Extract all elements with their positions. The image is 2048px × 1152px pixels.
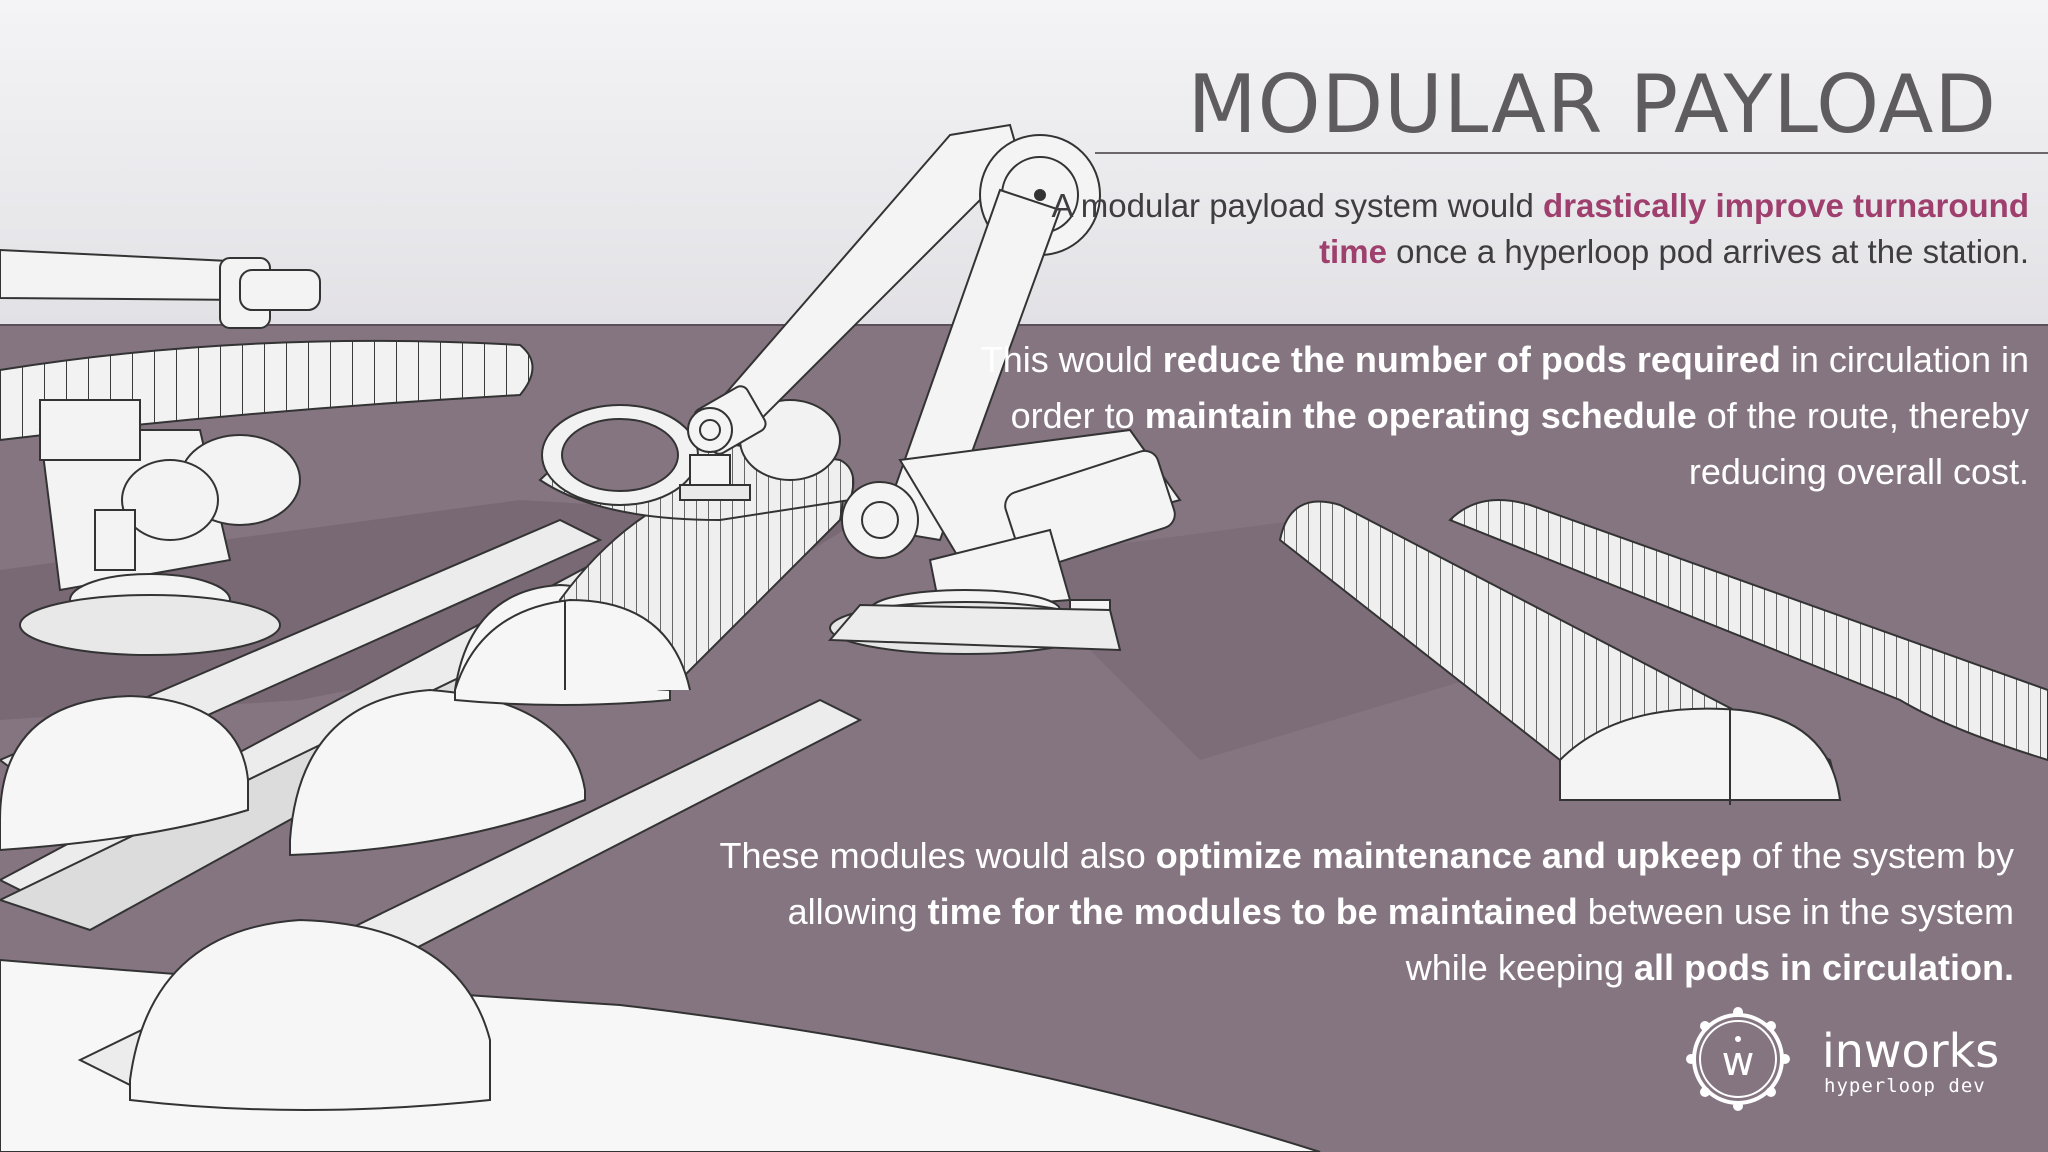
slide-title: MODULAR PAYLOAD <box>1187 58 1997 151</box>
pods-paragraph: This would reduce the number of pods req… <box>929 332 2029 500</box>
maintenance-paragraph: These modules would also optimize mainte… <box>714 828 2014 996</box>
paragraph-text: This would <box>980 339 1163 380</box>
paragraph-emphasis: all pods in circulation. <box>1633 947 2014 988</box>
paragraph-emphasis: time for the modules to be maintained <box>927 891 1578 932</box>
paragraph-emphasis: reduce the number of pods required <box>1162 339 1781 380</box>
paragraph-emphasis: optimize maintenance and upkeep <box>1155 835 1742 876</box>
intro-text-part: A modular payload system would <box>1051 187 1544 224</box>
robot-arm-center <box>679 123 1182 655</box>
brand-tagline: hyperloop dev <box>1824 1075 1986 1097</box>
paragraph-emphasis: maintain the operating schedule <box>1144 395 1697 436</box>
intro-text: A modular payload system would drastical… <box>1029 183 2029 275</box>
robot-arm-left <box>0 248 321 656</box>
logo-badge-icon <box>1686 1007 1790 1111</box>
logo-mark: w <box>1722 1039 1755 1085</box>
tube-ring <box>541 399 841 506</box>
paragraph-text: between use in the system while keeping <box>1405 891 2014 988</box>
paragraph-text: These modules would also <box>719 835 1156 876</box>
intro-highlight: drastically improve turnaround time <box>1319 187 2029 270</box>
paragraph-text: in circulation in order to <box>1010 339 2029 436</box>
paragraph-text: of the system by allowing <box>787 835 2014 932</box>
inworks-logo: w <box>1686 1007 1790 1111</box>
paragraph-text: of the route, thereby reducing overall c… <box>1688 395 2029 492</box>
intro-text-part: once a hyperloop pod arrives at the stat… <box>1386 233 2029 270</box>
title-divider <box>1095 152 2048 154</box>
brand-name: inworks <box>1822 1024 2000 1078</box>
